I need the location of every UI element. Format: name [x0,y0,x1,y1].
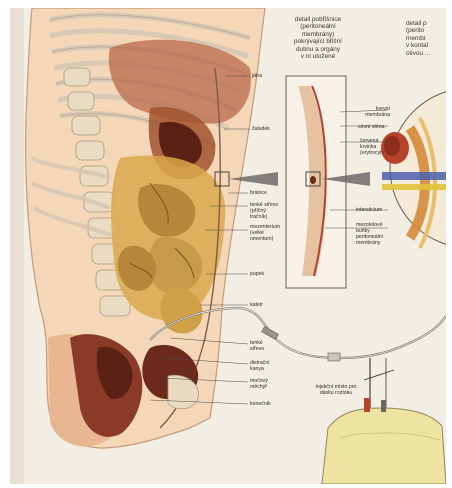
label-mesothelial-cells: mezotelové buňky peritoneální membrány [356,222,383,246]
label-red-blood-cell: červená krvinka (erytrocyt) [360,138,383,156]
label-small-bowel: tenké střevo [250,340,264,352]
detail-vessel-heading: detail p (perito membr v kontal cévou ..… [406,20,446,57]
label-small-intestine: tenké střevo (příčný tračník) [250,202,278,220]
label-stomach: žaludek [252,126,270,132]
anatomy-illustration [10,8,446,484]
label-interstitium: intersticium [356,207,382,213]
label-injection-site: injekční místo pro dávku roztoku [306,384,366,396]
label-blood-membrane: krevní membrána [362,106,390,118]
detail-panel-peritoneum [286,76,346,288]
label-diaphragm: bránice [250,190,267,196]
label-vessel-wall: cévní stěna [358,124,385,130]
label-distal: distrační kanya [250,360,270,372]
anatomy-poster: detail pobřišnice (peritoneální membrány… [10,8,446,484]
label-bladder: močový měchýř [250,378,268,390]
label-navel: pupek [250,271,264,277]
label-omentum: mezenterium (velké omentum) [250,224,280,242]
label-catheter: katetr [250,302,263,308]
label-rectum: konečník [250,401,271,407]
detail-peritoneum-heading: detail pobřišnice (peritoneální membrány… [278,16,358,60]
label-liver: játra [252,73,262,79]
